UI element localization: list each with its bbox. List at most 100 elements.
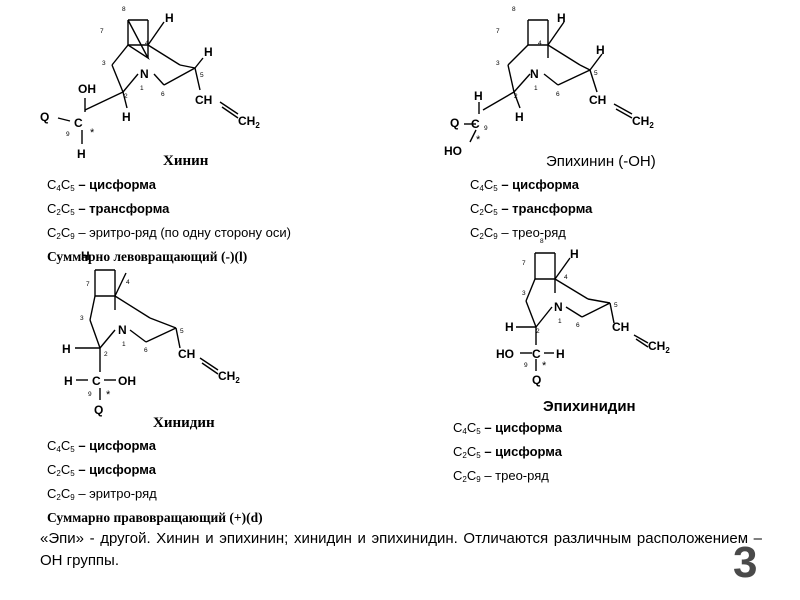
locant: 1 bbox=[534, 85, 538, 92]
atom-c: C bbox=[471, 117, 480, 131]
quinidine-c2c9: – эритро-ряд bbox=[78, 486, 157, 501]
atom-ho: HO bbox=[444, 144, 462, 158]
atom-h: H bbox=[81, 249, 90, 263]
quinine-c2c9: – эритро-ряд (по одну сторону оси) bbox=[78, 225, 291, 240]
atom-h: H bbox=[556, 347, 565, 361]
locant: 6 bbox=[576, 322, 580, 329]
locant-c2c5: C2C5 bbox=[47, 201, 75, 217]
atom-c: C bbox=[532, 347, 541, 361]
page-number: 3 bbox=[733, 538, 758, 587]
locant-c4c5: C4C5 bbox=[47, 438, 75, 454]
atom-h: H bbox=[474, 89, 483, 103]
atom-oh: OH bbox=[78, 82, 96, 96]
locant: 5 bbox=[594, 70, 598, 77]
atom-ch2: CH2 bbox=[632, 114, 654, 130]
atom-h: H bbox=[204, 45, 213, 59]
locant: 7 bbox=[522, 260, 526, 267]
atom-ch2: CH2 bbox=[238, 114, 260, 130]
locant: 5 bbox=[614, 302, 618, 309]
locant-c2c9: C2C9 bbox=[47, 486, 75, 502]
atom-ch: CH bbox=[195, 93, 212, 107]
locant: 2 bbox=[104, 351, 108, 358]
atom-h: H bbox=[570, 247, 579, 261]
locant: 1 bbox=[122, 341, 126, 348]
epiquinine-properties: C4C5 – цисформа C2C5 – трансформа C2C9 –… bbox=[470, 173, 592, 245]
atom-c: C bbox=[74, 116, 83, 130]
atom-n: N bbox=[554, 300, 563, 314]
epiquinidine-properties: C4C5 – цисформа C2C5 – цисформа C2C9 – т… bbox=[453, 416, 562, 488]
atom-h: H bbox=[64, 374, 73, 388]
atom-h: H bbox=[557, 11, 566, 25]
locant: 4 bbox=[126, 279, 130, 286]
locant: 3 bbox=[80, 315, 84, 322]
locant-c2c5: C2C5 bbox=[47, 462, 75, 478]
atom-q: Q bbox=[94, 403, 103, 417]
quinidine-title: Хинидин bbox=[153, 415, 215, 431]
epiquinine-c2c9: – трео-ряд bbox=[501, 225, 566, 240]
locant: 6 bbox=[556, 91, 560, 98]
chiral-mark: * bbox=[542, 360, 547, 372]
locant: 1 bbox=[140, 85, 144, 92]
atom-ch: CH bbox=[612, 320, 629, 334]
locant: 1 bbox=[558, 318, 562, 325]
locant: 4 bbox=[538, 40, 542, 47]
quinine-summary: Суммарно левовращающий (-)(l) bbox=[47, 249, 248, 264]
quinidine-properties: C4C5 – цисформа C2C5 – цисформа C2C9 – э… bbox=[47, 434, 263, 530]
locant: 8 bbox=[540, 238, 544, 245]
quinine-structure: 8 7 4 3 5 1 6 2 9 H N H CH CH2 OH H Q C … bbox=[30, 0, 290, 165]
footer-text: «Эпи» - другой. Хинин и эпихинин; хиниди… bbox=[40, 530, 762, 569]
locant: 2 bbox=[536, 328, 540, 335]
epiquinine-title: Эпихинин (-ОН) bbox=[546, 153, 656, 170]
atom-h: H bbox=[505, 320, 514, 334]
locant: 3 bbox=[102, 60, 106, 67]
locant-c4c5: C4C5 bbox=[47, 177, 75, 193]
atom-h: H bbox=[596, 43, 605, 57]
locant-c2c9: C2C9 bbox=[470, 225, 498, 241]
locant: 8 bbox=[512, 6, 516, 13]
atom-ch: CH bbox=[178, 347, 195, 361]
epiquinidine-structure: 8 7 4 3 5 1 6 2 9 H N CH CH2 H HO C * H … bbox=[490, 235, 730, 395]
atom-h: H bbox=[62, 342, 71, 356]
locant: 7 bbox=[100, 28, 104, 35]
locant: 8 bbox=[122, 6, 126, 13]
epiquinidine-title: Эпихинидин bbox=[543, 398, 636, 415]
locant: 4 bbox=[564, 274, 568, 281]
locant-c2c9: C2C9 bbox=[47, 225, 75, 241]
atom-q: Q bbox=[40, 110, 49, 124]
epiquinidine-c2c5: – цисформа bbox=[484, 444, 562, 459]
epiquinine-c2c5: – трансформа bbox=[501, 201, 593, 216]
locant-c2c5: C2C5 bbox=[470, 201, 498, 217]
locant: 9 bbox=[484, 125, 488, 132]
atom-h: H bbox=[515, 110, 524, 124]
atom-h: H bbox=[77, 147, 86, 161]
epiquinine-structure: 8 7 4 3 5 1 6 2 9 H N H CH CH2 H H Q C *… bbox=[430, 0, 690, 165]
atom-q: Q bbox=[450, 116, 459, 130]
locant: 3 bbox=[522, 290, 526, 297]
quinine-c4c5: – цисформа bbox=[78, 177, 156, 192]
quinidine-c4c5: – цисформа bbox=[78, 438, 156, 453]
quinine-properties: C4C5 – цисформа C2C5 – трансформа C2C9 –… bbox=[47, 173, 291, 269]
atom-ho: HO bbox=[496, 347, 514, 361]
atom-ch2: CH2 bbox=[218, 369, 240, 385]
atom-ch: CH bbox=[589, 93, 606, 107]
epiquinine-c4c5: – цисформа bbox=[501, 177, 579, 192]
locant: 6 bbox=[144, 347, 148, 354]
locant: 2 bbox=[514, 93, 518, 100]
quinine-title: Хинин bbox=[163, 153, 209, 169]
chiral-mark: * bbox=[476, 134, 481, 146]
atom-n: N bbox=[118, 323, 127, 337]
locant-c4c5: C4C5 bbox=[470, 177, 498, 193]
atom-n: N bbox=[530, 67, 539, 81]
atom-n: N bbox=[140, 67, 149, 81]
atom-h: H bbox=[122, 110, 131, 124]
locant: 7 bbox=[86, 281, 90, 288]
locant: 6 bbox=[161, 91, 165, 98]
epiquinidine-c2c9: – трео-ряд bbox=[484, 468, 549, 483]
chiral-mark: * bbox=[90, 127, 95, 139]
atom-ch2: CH2 bbox=[648, 339, 670, 355]
locant: 2 bbox=[124, 93, 128, 100]
quinidine-summary: Суммарно правовращающий (+)(d) bbox=[47, 510, 263, 525]
locant: 9 bbox=[66, 131, 70, 138]
atom-h: H bbox=[165, 11, 174, 25]
locant: 9 bbox=[88, 391, 92, 398]
